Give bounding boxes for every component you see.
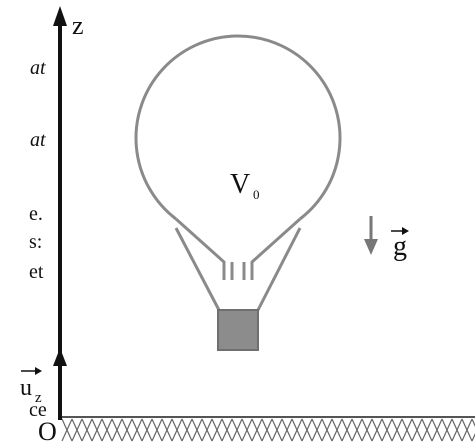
- hatch-stroke: [161, 418, 173, 442]
- hatch-stroke: [201, 418, 213, 442]
- hatch-stroke: [101, 418, 113, 442]
- hatch-stroke: [121, 418, 133, 442]
- z-axis-label: z: [72, 11, 84, 40]
- hatch-stroke: [351, 418, 363, 442]
- volume-label: V: [230, 169, 250, 200]
- ground-hatch: [61, 418, 475, 442]
- hatch-stroke: [81, 418, 93, 442]
- hatch-stroke: [391, 418, 403, 442]
- hatch-stroke: [291, 418, 303, 442]
- hatch-stroke: [401, 418, 413, 442]
- hatch-stroke: [71, 418, 83, 442]
- unit-vector-arrowhead: [53, 348, 67, 366]
- hatch-stroke: [111, 418, 123, 442]
- hatch-stroke: [431, 418, 443, 442]
- gravity-vector: g: [364, 216, 409, 262]
- gravity-label: g: [393, 231, 407, 262]
- hatch-stroke: [131, 418, 143, 442]
- ground: [60, 416, 475, 442]
- uz-label: u: [20, 375, 32, 401]
- hatch-stroke: [471, 418, 475, 428]
- hatch-stroke: [261, 418, 273, 442]
- hatch-stroke: [441, 418, 453, 442]
- hatch-stroke: [281, 418, 293, 442]
- g-overarrow-head: [402, 227, 409, 235]
- hatch-stroke: [91, 418, 103, 442]
- hatch-stroke: [301, 418, 313, 442]
- rope-right: [255, 227, 302, 313]
- cut-text-6: ce: [29, 399, 47, 421]
- uz-overarrow-head: [35, 367, 42, 375]
- cut-text-4: s:: [29, 231, 42, 253]
- hatch-stroke: [211, 418, 223, 442]
- hatch-stroke: [381, 418, 393, 442]
- cut-text-1: at: [30, 57, 46, 79]
- origin-label: O: [38, 417, 57, 446]
- hatch-stroke: [451, 418, 463, 442]
- hatch-stroke: [331, 418, 343, 442]
- hatch-stroke: [251, 418, 263, 442]
- hatch-stroke: [191, 418, 203, 442]
- cut-text-5: et: [29, 261, 44, 283]
- hatch-stroke: [341, 418, 353, 442]
- hatch-stroke: [311, 418, 323, 442]
- unit-vector-uz: u z: [20, 348, 67, 418]
- cut-text-3: e.: [29, 203, 43, 225]
- hatch-stroke: [61, 418, 73, 442]
- rope-left: [174, 227, 222, 313]
- hatch-stroke: [271, 418, 283, 442]
- hatch-stroke: [151, 418, 163, 442]
- hatch-stroke: [361, 418, 373, 442]
- volume-subscript: 0: [253, 187, 260, 202]
- z-axis-arrowhead: [53, 6, 67, 26]
- hatch-stroke: [471, 432, 475, 442]
- hatch-stroke: [171, 418, 183, 442]
- balloon-basket: [217, 309, 259, 351]
- balloon-envelope: [134, 34, 342, 221]
- hatch-stroke: [411, 418, 423, 442]
- gravity-arrowhead: [364, 239, 378, 255]
- hatch-stroke: [421, 418, 433, 442]
- hatch-stroke: [241, 418, 253, 442]
- hatch-stroke: [181, 418, 193, 442]
- uz-subscript: z: [35, 390, 42, 406]
- hatch-stroke: [461, 418, 473, 442]
- balloon-skirt-right: [250, 217, 302, 280]
- hatch-stroke: [221, 418, 233, 442]
- hatch-stroke: [321, 418, 333, 442]
- hatch-stroke: [141, 418, 153, 442]
- hatch-stroke: [231, 418, 243, 442]
- cut-text-2: at: [30, 129, 46, 151]
- balloon-skirt-left: [174, 217, 226, 280]
- hot-air-balloon: [134, 34, 342, 313]
- hatch-stroke: [371, 418, 383, 442]
